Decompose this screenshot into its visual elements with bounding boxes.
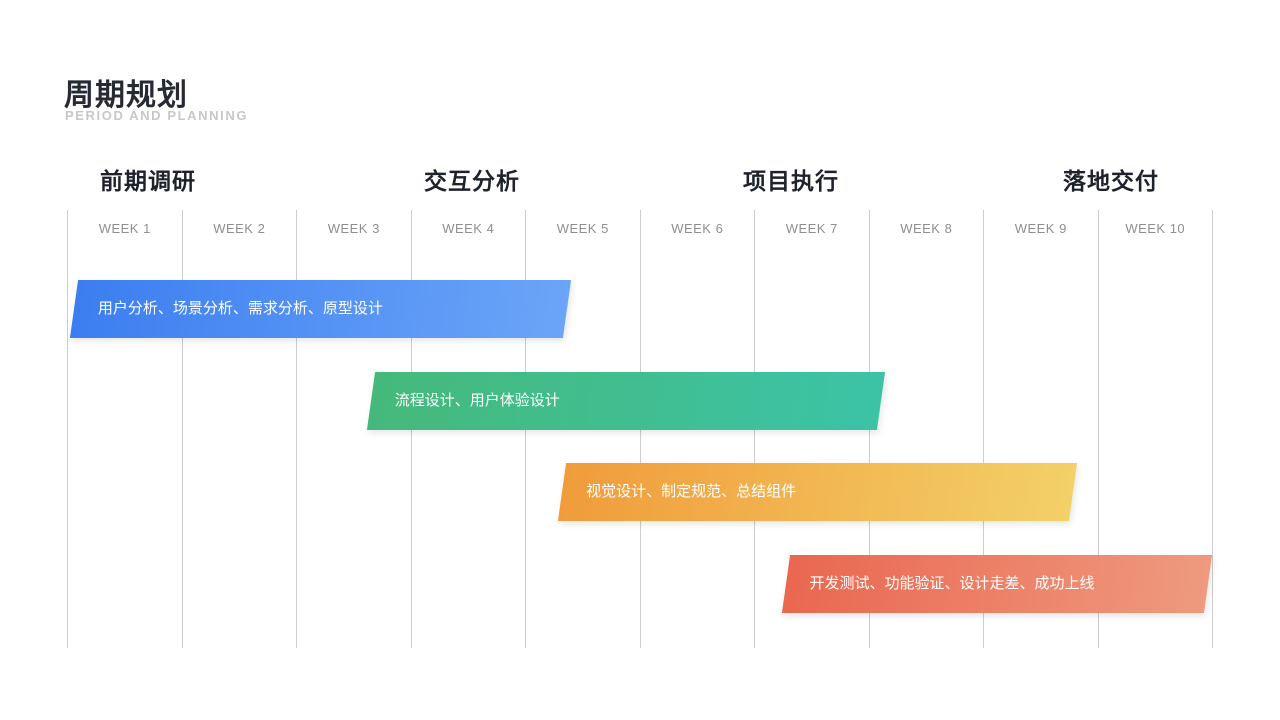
- phase-label-research: 前期调研: [100, 168, 196, 194]
- week-label: WEEK 9: [1014, 221, 1067, 236]
- gantt-bar-label: 用户分析、场景分析、需求分析、原型设计: [97, 300, 383, 317]
- phase-label-delivery: 落地交付: [1063, 168, 1159, 194]
- week-column: WEEK 3: [296, 210, 411, 648]
- gantt-bar: 用户分析、场景分析、需求分析、原型设计: [69, 280, 571, 338]
- gantt-bar: 视觉设计、制定规范、总结组件: [557, 463, 1078, 521]
- week-label: WEEK 5: [556, 221, 609, 236]
- week-label: WEEK 7: [785, 221, 838, 236]
- phase-label-interaction-analysis: 交互分析: [424, 168, 520, 194]
- week-label: WEEK 4: [442, 221, 495, 236]
- week-column: WEEK 10: [1097, 210, 1213, 648]
- week-label: WEEK 2: [213, 221, 266, 236]
- page-subtitle: PERIOD AND PLANNING: [65, 108, 249, 123]
- gantt-bar-label: 视觉设计、制定规范、总结组件: [586, 483, 797, 500]
- gantt-chart: 前期调研 交互分析 项目执行 落地交付 WEEK 1 WEEK 2 WEEK 3 WE…: [67, 160, 1213, 648]
- gantt-bar-label: 流程设计、用户体验设计: [394, 391, 560, 409]
- week-label: WEEK 8: [900, 221, 953, 236]
- week-label: WEEK 10: [1125, 221, 1186, 236]
- week-column: WEEK 1: [67, 210, 182, 648]
- phase-label-execution: 项目执行: [743, 168, 839, 194]
- week-column: WEEK 9: [983, 210, 1098, 648]
- gantt-bar: 开发测试、功能验证、设计走差、成功上线: [781, 554, 1212, 613]
- page-title: 周期规划: [64, 79, 188, 112]
- gantt-bar: 流程设计、用户体验设计: [366, 371, 885, 430]
- bars-layer: 用户分析、场景分析、需求分析、原型设计流程设计、用户体验设计视觉设计、制定规范、…: [67, 160, 1213, 648]
- week-label: WEEK 3: [327, 221, 380, 236]
- week-label: WEEK 6: [671, 221, 724, 236]
- gantt-bar-label: 开发测试、功能验证、设计走差、成功上线: [809, 574, 1095, 592]
- week-label: WEEK 1: [98, 221, 151, 236]
- week-column: WEEK 2: [181, 210, 297, 648]
